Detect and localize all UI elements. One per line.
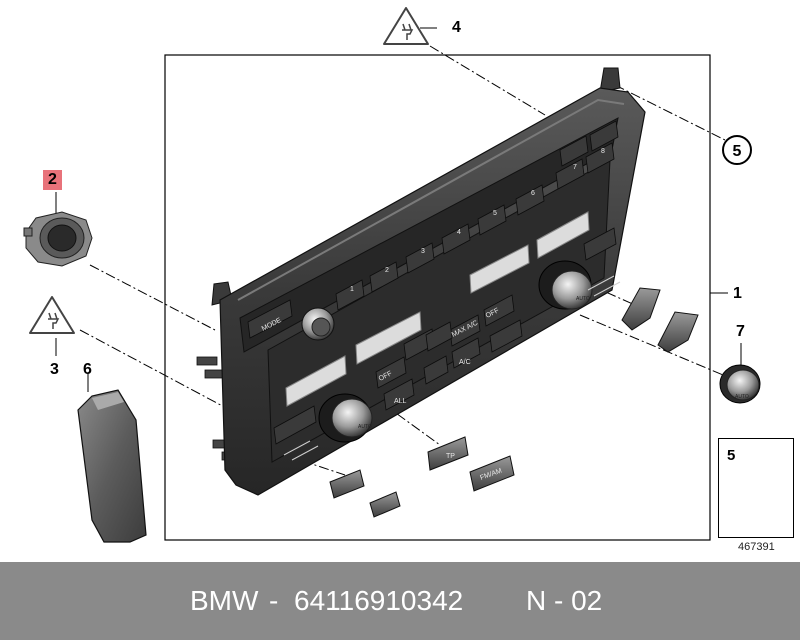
footer-part-number: 64116910342 bbox=[294, 585, 464, 616]
callout-1: 1 bbox=[733, 285, 742, 302]
callout-6: 6 bbox=[83, 361, 92, 378]
hardware-legend bbox=[718, 438, 794, 538]
switch-cap-seat-heat-right bbox=[621, 287, 661, 331]
esd-warning-icon-top bbox=[383, 7, 429, 45]
callout-3: 3 bbox=[50, 361, 59, 378]
diagram-canvas: MODE 1 2 3 4 5 6 7 8 OFF ALL AUTO AUTO A… bbox=[23, 7, 794, 543]
parts-diagram: MODE 1 2 3 4 5 6 7 8 OFF ALL AUTO AUTO A… bbox=[23, 7, 794, 543]
left-knob-auto-label: AUTO bbox=[358, 424, 372, 430]
all-button-label: ALL bbox=[394, 398, 407, 405]
preset-3-label: 3 bbox=[421, 248, 425, 255]
ac-button-label: A/C bbox=[459, 359, 471, 366]
leader-lines bbox=[79, 45, 736, 476]
callout-7: 7 bbox=[736, 323, 745, 340]
solid-leaders bbox=[55, 27, 742, 392]
preset-6-label: 6 bbox=[531, 190, 535, 197]
preset-5-label: 5 bbox=[493, 210, 497, 217]
bulb-holder-part bbox=[23, 211, 93, 267]
diagram-reference-number: 467391 bbox=[738, 541, 775, 553]
preset-4-label: 4 bbox=[457, 229, 461, 236]
footer-brand: BMW bbox=[190, 585, 259, 616]
callout-2: 2 bbox=[43, 170, 62, 190]
switch-cap-seat-heat-left bbox=[329, 469, 365, 499]
switch-cap-fm-am: FM/AM bbox=[469, 455, 515, 492]
knob-auto-label: AUTO bbox=[735, 394, 749, 400]
preset-7-label: 7 bbox=[573, 164, 577, 171]
assembly-frame bbox=[164, 54, 711, 541]
knob-part: AUTO bbox=[719, 364, 761, 404]
part-footer: BMW - 64116910342 N - 02 bbox=[0, 562, 800, 640]
legend-number: 5 bbox=[727, 447, 736, 464]
esd-warning-icon-left bbox=[29, 296, 75, 334]
svg-text:TP: TP bbox=[446, 453, 455, 460]
footer-revision: N - 02 bbox=[526, 585, 603, 616]
switch-cap-tp: TP bbox=[427, 436, 469, 471]
control-panel: MODE 1 2 3 4 5 6 7 8 OFF ALL AUTO AUTO A… bbox=[196, 67, 646, 496]
callout-4: 4 bbox=[452, 19, 461, 36]
preset-1-label: 1 bbox=[350, 286, 354, 293]
switch-cap-right-lower bbox=[657, 311, 699, 353]
switch-cap-left-lower bbox=[369, 491, 401, 518]
preset-8-label: 8 bbox=[601, 148, 605, 155]
callout-5: 5 bbox=[722, 135, 752, 165]
footer-separator: - bbox=[269, 585, 279, 616]
trim-strip-part bbox=[77, 389, 147, 543]
preset-2-label: 2 bbox=[385, 267, 389, 274]
right-knob-auto-label: AUTO bbox=[576, 296, 590, 302]
